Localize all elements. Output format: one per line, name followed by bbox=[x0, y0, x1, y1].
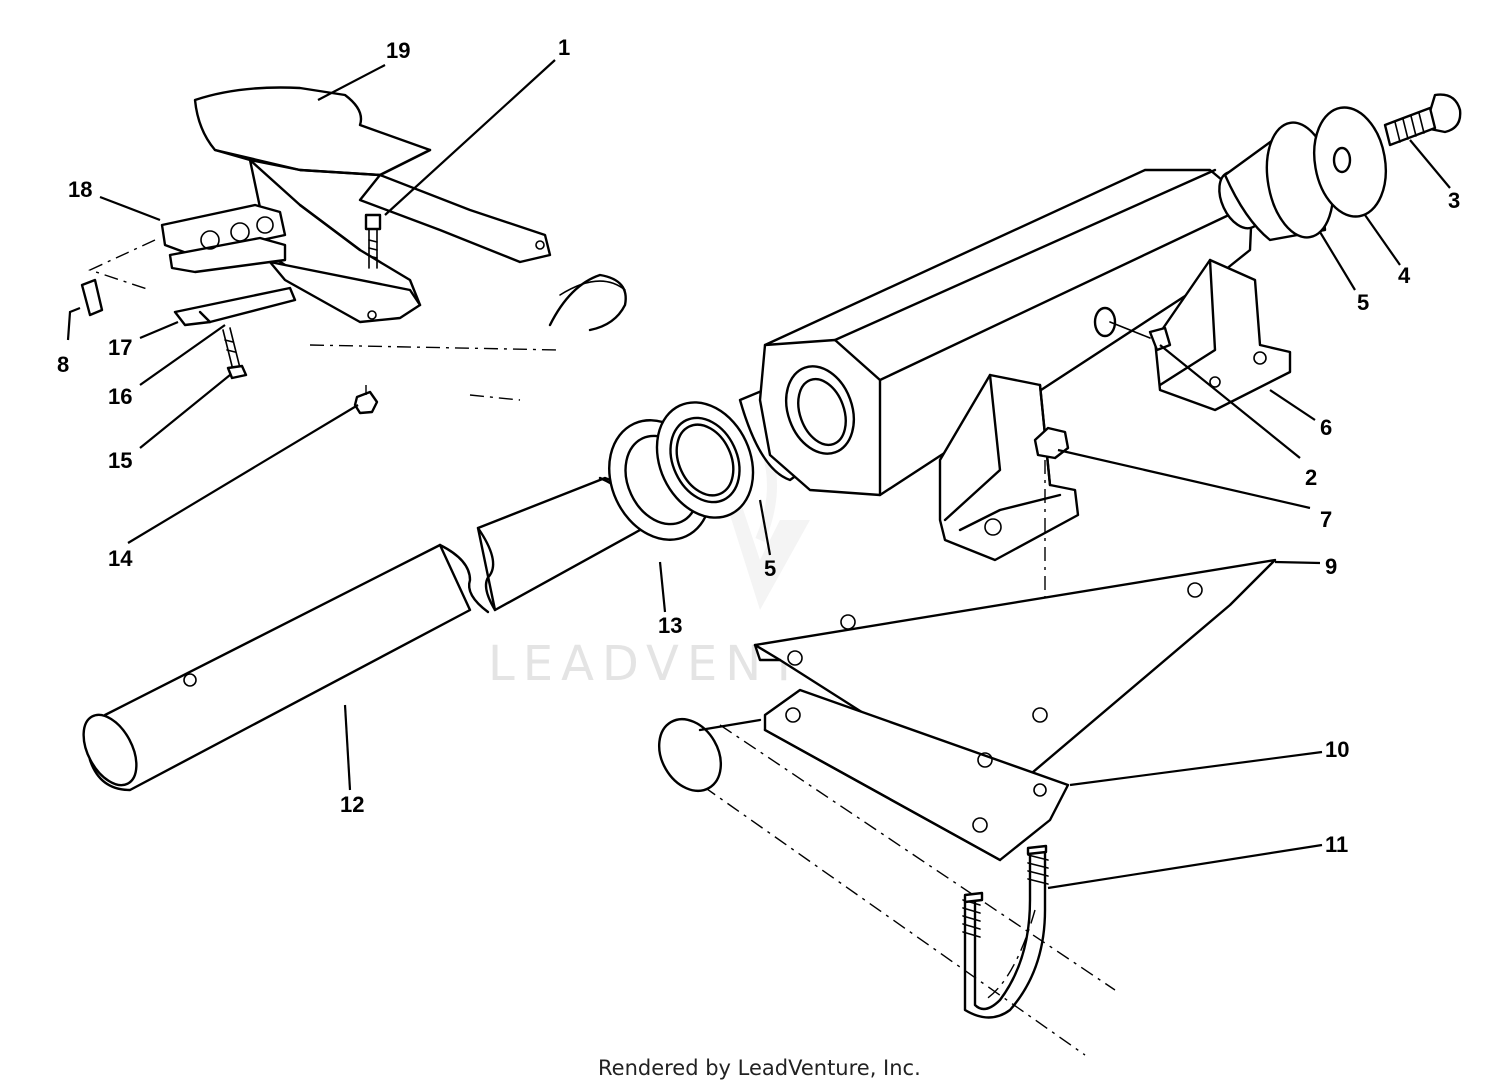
clamp-block bbox=[160, 203, 287, 257]
grease-fitting-seat bbox=[1093, 306, 1117, 338]
mounting-plates bbox=[657, 558, 1277, 1056]
callout-16: 16 bbox=[108, 384, 132, 409]
pedal-base-plate bbox=[268, 260, 422, 324]
axle-tube bbox=[87, 543, 472, 792]
callout-5-left: 5 bbox=[764, 556, 776, 581]
grease-fitting bbox=[1148, 326, 1172, 352]
callout-7: 7 bbox=[1320, 507, 1332, 532]
bolt-1-head bbox=[364, 213, 382, 231]
callout-3: 3 bbox=[1448, 188, 1460, 213]
axle-tube-assembly bbox=[82, 476, 642, 792]
callout-11: 11 bbox=[1325, 832, 1348, 857]
clamp-block-lower bbox=[168, 236, 287, 274]
axle-hole bbox=[183, 673, 197, 687]
callout-18: 18 bbox=[68, 177, 92, 202]
axle-housing bbox=[758, 168, 1292, 562]
mounting-plate-9 bbox=[753, 558, 1277, 802]
footer-credit: Rendered by LeadVenture, Inc. bbox=[598, 1056, 921, 1080]
housing-foot-rear bbox=[1153, 258, 1292, 412]
pedal-bracket-assembly bbox=[80, 86, 627, 415]
callout-12: 12 bbox=[340, 792, 364, 817]
callout-15: 15 bbox=[108, 448, 132, 473]
callout-14: 14 bbox=[108, 546, 133, 571]
pedal-plate bbox=[193, 86, 432, 177]
callout-17: 17 bbox=[108, 335, 132, 360]
callout-4: 4 bbox=[1398, 263, 1411, 288]
callout-8: 8 bbox=[57, 352, 69, 377]
callout-1: 1 bbox=[558, 35, 570, 60]
bolt-3-shank bbox=[1383, 106, 1437, 147]
callout-5-right: 5 bbox=[1357, 290, 1369, 315]
callout-9: 9 bbox=[1325, 554, 1337, 579]
axle-end-hardware bbox=[1223, 93, 1462, 242]
callout-10: 10 bbox=[1325, 737, 1349, 762]
nut-15 bbox=[226, 364, 248, 380]
pin-part bbox=[80, 278, 104, 317]
callout-labels: 1 2 3 4 5 5 6 7 8 9 10 11 12 13 14 15 16… bbox=[57, 35, 1460, 857]
callout-19: 19 bbox=[386, 38, 410, 63]
spacer-plate bbox=[173, 286, 297, 327]
nut-14 bbox=[353, 390, 379, 415]
u-bolt bbox=[962, 844, 1049, 1019]
callout-6: 6 bbox=[1320, 415, 1332, 440]
pedal-arm-rear bbox=[358, 173, 552, 264]
callout-2: 2 bbox=[1305, 465, 1317, 490]
callout-13: 13 bbox=[658, 613, 682, 638]
leader-lines bbox=[66, 59, 1451, 890]
